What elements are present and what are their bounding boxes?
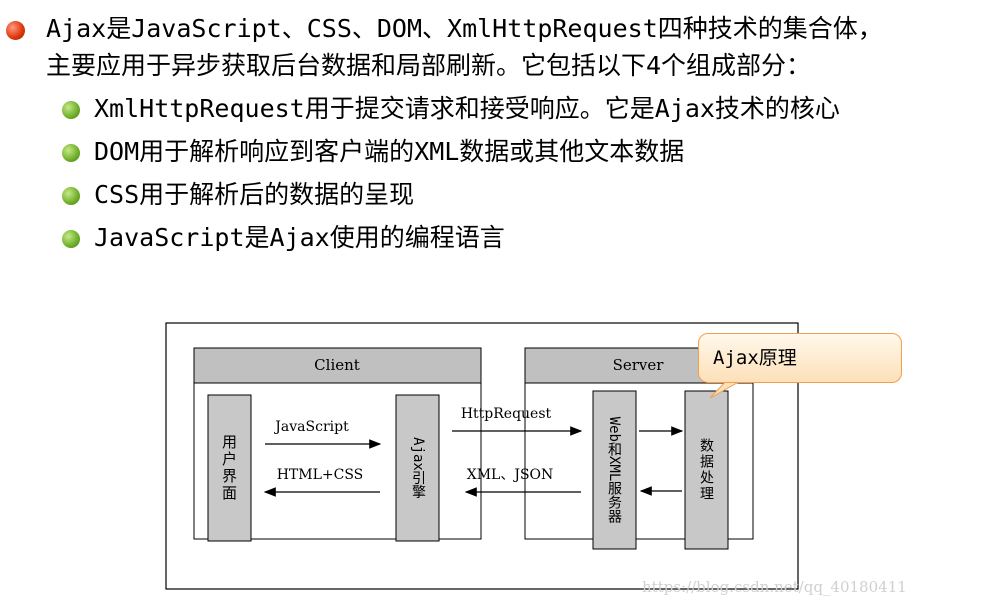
sub-bullet-icon bbox=[62, 144, 80, 162]
client-title: Client bbox=[314, 356, 360, 374]
watermark: https://blog.csdn.net/qq_40180411 bbox=[642, 578, 907, 596]
ajax-engine-box bbox=[395, 394, 440, 542]
arrow-html-css-label: HTML+CSS bbox=[277, 467, 364, 483]
sub-bullet-icon bbox=[62, 101, 80, 119]
sub-bullet-icon bbox=[62, 230, 80, 248]
arrow-xml-json-label: XML、JSON bbox=[467, 467, 554, 483]
sub-bullet-icon bbox=[62, 187, 80, 205]
ajax-principle-callout: Ajax原理 bbox=[698, 333, 902, 383]
intro-line-1: Ajax是JavaScript、CSS、DOM、XmlHttpRequest四种… bbox=[46, 14, 883, 43]
point-javascript: JavaScript是Ajax使用的编程语言 bbox=[94, 223, 505, 252]
web-xml-server-box bbox=[592, 390, 637, 550]
point-css: CSS用于解析后的数据的呈现 bbox=[94, 180, 415, 209]
point-xhr: XmlHttpRequest用于提交请求和接受响应。它是Ajax技术的核心 bbox=[94, 94, 840, 123]
intro-line-2: 主要应用于异步获取后台数据和局部刷新。它包括以下4个组成部分： bbox=[46, 51, 812, 80]
main-bullet-icon bbox=[6, 21, 25, 40]
server-title: Server bbox=[613, 356, 665, 374]
point-dom: DOM用于解析响应到客户端的XML数据或其他文本数据 bbox=[94, 137, 685, 166]
web-xml-server-label: Web和XML服务器 bbox=[606, 417, 622, 524]
client-header bbox=[193, 347, 482, 384]
data-processing-label: 数据处理 bbox=[698, 438, 714, 502]
arrow-httprequest-label: HttpRequest bbox=[461, 406, 552, 422]
arrow-javascript-label: JavaScript bbox=[273, 419, 349, 435]
user-interface-label: 用户界面 bbox=[220, 434, 238, 502]
data-processing-box bbox=[684, 390, 729, 550]
user-interface-box bbox=[207, 394, 252, 542]
ajax-engine-label: Ajax引擎 bbox=[410, 437, 426, 499]
